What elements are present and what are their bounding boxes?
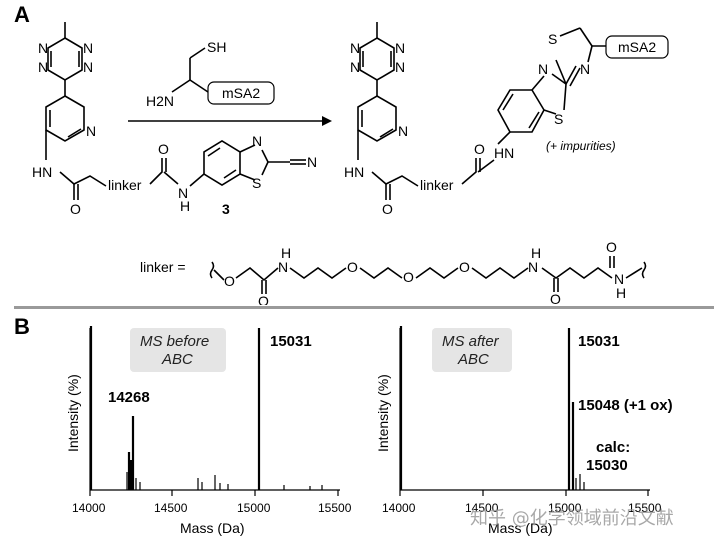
ylabel-after: Intensity (%) [375, 374, 391, 452]
tick-label: 15000 [548, 501, 582, 515]
atom-n: N [38, 59, 48, 75]
atom-o: O [606, 239, 617, 255]
amide-nh-right: HN [494, 145, 514, 161]
tick-label: 14000 [72, 501, 106, 515]
peak-label-14268: 14268 [108, 389, 150, 406]
ylabel-before: Intensity (%) [65, 374, 81, 452]
compound-number: 3 [222, 201, 230, 217]
arrowhead [322, 116, 332, 126]
atom-n: N [350, 59, 360, 75]
atom-o: O [459, 259, 470, 275]
peak-label-15048: 15048 (+1 ox) [578, 397, 673, 414]
panel-a-label: A [14, 2, 30, 27]
atom-o: O [382, 201, 393, 217]
peak-label-15031: 15031 [270, 333, 312, 350]
atom-n: N [538, 61, 548, 77]
tetrazine-ring-right: N N N N [350, 22, 405, 96]
atom-o: O [158, 141, 169, 157]
amide-hn-right: HN [344, 164, 364, 180]
atom-n: N [86, 123, 96, 139]
amide-hn-left: HN [32, 164, 52, 180]
atom-n: N [38, 40, 48, 56]
atom-o: O [474, 141, 485, 157]
atom-h: H [531, 245, 541, 261]
ms-before-box [130, 328, 226, 372]
atom-n: N [528, 259, 538, 275]
linker-structure: O O N H O O O N H O O N H [209, 239, 647, 305]
tick-label: 14500 [154, 501, 188, 515]
ms-after-text-1: MS after [442, 333, 500, 350]
ms-after-box [432, 328, 512, 372]
atom-n: N [83, 40, 93, 56]
atom-o: O [224, 273, 235, 289]
atom-s: S [548, 31, 557, 47]
tetrazine-ring-left: N N N N [38, 22, 93, 96]
mass-spectra: Intensity (%) 14000 14500 15000 15500 Ma… [65, 326, 673, 536]
ms-after-text-2: ABC [457, 351, 489, 368]
atom-h: H [180, 198, 190, 214]
atom-o: O [70, 201, 81, 217]
tick-label: 15000 [237, 501, 271, 515]
thiol-sh: SH [207, 39, 226, 55]
atom-o: O [403, 269, 414, 285]
thiazoline-ring: N S [548, 27, 610, 87]
atom-n: N [350, 40, 360, 56]
nitrile-n: N [307, 154, 317, 170]
msa2-tag-product [605, 35, 669, 59]
reaction-scheme: N N N N N HN O linker O N H N S N 3 [32, 22, 669, 305]
pyridine-ring-right: N [357, 95, 408, 160]
peak-label-15031-after: 15031 [578, 333, 620, 350]
spectrum-after: Intensity (%) 14000 14500 15000 15500 Ma… [375, 326, 673, 536]
atom-s: S [554, 111, 563, 127]
calc-value: 15030 [586, 457, 628, 474]
amine-h2n: H2N [146, 93, 174, 109]
atom-n: N [83, 59, 93, 75]
atom-o: O [347, 259, 358, 275]
atom-o: O [258, 293, 269, 305]
atom-n: N [252, 133, 262, 149]
msa2-tag-reagent [207, 81, 275, 105]
ms-before-text-2: ABC [161, 351, 193, 368]
atom-o: O [550, 291, 561, 305]
atom-n: N [395, 40, 405, 56]
linker-definition-label: linker = [140, 259, 186, 275]
panel-b-label: B [14, 314, 30, 339]
atom-n: N [580, 61, 590, 77]
tick-label: 14500 [465, 501, 499, 515]
pyridine-ring-left: N [45, 95, 96, 160]
atom-n: N [395, 59, 405, 75]
atom-n: N [614, 271, 624, 287]
tick-label: 15500 [318, 501, 352, 515]
atom-s: S [252, 175, 261, 191]
atom-h: H [281, 245, 291, 261]
ms-before-text-1: MS before [140, 333, 209, 350]
benzothiazole-right: N S [497, 61, 567, 133]
xlabel-before: Mass (Da) [180, 520, 245, 536]
msa2-label-product: mSA2 [618, 39, 656, 55]
spectrum-before: Intensity (%) 14000 14500 15000 15500 Ma… [65, 326, 352, 536]
msa2-label: mSA2 [222, 85, 260, 101]
linker-label-left: linker [108, 177, 142, 193]
cysteine-reagent: SH H2N mSA2 [146, 39, 275, 109]
atom-n: N [278, 259, 288, 275]
impurities-note: (+ impurities) [546, 139, 616, 153]
watermark-text: 知乎 @化学领域前沿文献 [470, 508, 674, 529]
tick-label: 14000 [382, 501, 416, 515]
xlabel-after: Mass (Da) [488, 520, 553, 536]
panel-divider [14, 306, 714, 309]
calc-label: calc: [596, 439, 630, 456]
benzothiazole-left: N S N [203, 133, 317, 191]
atom-n: N [178, 185, 188, 201]
tick-label: 15500 [628, 501, 662, 515]
linker-label-right: linker [420, 177, 454, 193]
atom-n: N [398, 123, 408, 139]
atom-h: H [616, 285, 626, 301]
